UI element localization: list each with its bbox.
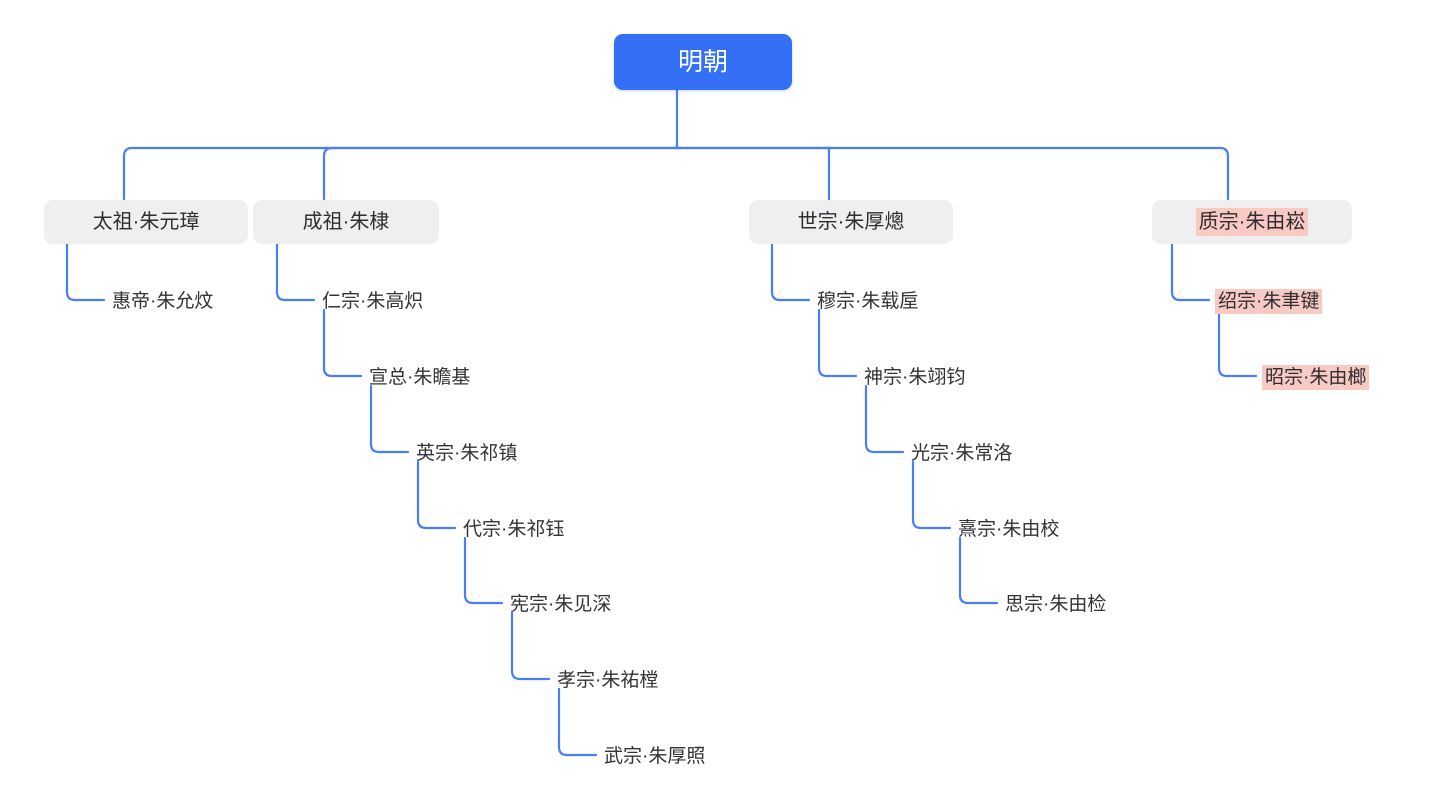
leaf-node-muzong[interactable]: 穆宗·朱载垕 <box>815 286 920 316</box>
branch-node-zhizong[interactable]: 质宗·朱由崧 <box>1152 200 1352 244</box>
root-node-ming-dynasty[interactable]: 明朝 <box>614 34 792 90</box>
leaf-node-label: 武宗·朱厚照 <box>604 745 706 767</box>
leaf-node-label: 代宗·朱祁钰 <box>463 518 565 540</box>
branch-node-taizu[interactable]: 太祖·朱元璋 <box>44 200 248 244</box>
leaf-node-label: 仁宗·朱高炽 <box>322 290 424 312</box>
leaf-node-sizong[interactable]: 思宗·朱由检 <box>1003 589 1108 619</box>
link-b2-c2 <box>322 308 363 378</box>
link-b2-c5 <box>463 536 504 605</box>
branch-node-label: 世宗·朱厚熜 <box>797 211 905 233</box>
leaf-node-label: 昭宗·朱由榔 <box>1262 364 1370 390</box>
link-bus-branch3 <box>675 146 831 202</box>
link-b2-c1 <box>275 242 316 302</box>
leaf-node-xiaozong[interactable]: 孝宗·朱祐樘 <box>555 665 660 695</box>
link-bus-branch1 <box>122 146 679 202</box>
branch-node-chengzu[interactable]: 成祖·朱棣 <box>253 200 439 244</box>
link-b3-c5 <box>958 536 999 605</box>
leaf-node-label: 绍宗·朱聿键 <box>1215 288 1323 314</box>
leaf-node-renzong[interactable]: 仁宗·朱高炽 <box>320 286 425 316</box>
leaf-node-daizong[interactable]: 代宗·朱祁钰 <box>461 514 566 544</box>
leaf-node-label: 神宗·朱翊钧 <box>864 366 966 388</box>
leaf-node-label: 孝宗·朱祐樘 <box>557 669 659 691</box>
link-b2-c3 <box>369 384 410 454</box>
root-node-label: 明朝 <box>677 47 728 76</box>
leaf-node-xuanzong[interactable]: 宣总·朱瞻基 <box>367 362 472 392</box>
leaf-node-shenzong[interactable]: 神宗·朱翊钧 <box>862 362 967 392</box>
leaf-node-xizong[interactable]: 熹宗·朱由校 <box>956 514 1061 544</box>
link-bus-branch4 <box>675 146 1230 202</box>
leaf-node-xianzong[interactable]: 宪宗·朱见深 <box>508 589 613 619</box>
leaf-node-label: 宪宗·朱见深 <box>510 593 612 615</box>
branch-node-label: 太祖·朱元璋 <box>92 211 200 233</box>
branch-node-shizong[interactable]: 世宗·朱厚熜 <box>749 200 953 244</box>
leaf-node-label: 穆宗·朱载垕 <box>817 290 919 312</box>
leaf-node-wuzong[interactable]: 武宗·朱厚照 <box>602 741 707 771</box>
link-b3-c4 <box>911 460 952 530</box>
leaf-node-label: 惠帝·朱允炆 <box>112 290 214 312</box>
link-b2-c4 <box>416 460 457 530</box>
leaf-node-shaozong[interactable]: 绍宗·朱聿键 <box>1215 286 1323 316</box>
leaf-node-label: 光宗·朱常洛 <box>911 442 1013 464</box>
link-b1-c1 <box>65 242 106 302</box>
link-b2-c7 <box>557 687 598 757</box>
branch-node-label: 成祖·朱棣 <box>302 211 390 233</box>
link-b3-c3 <box>864 384 905 454</box>
leaf-node-label: 英宗·朱祁镇 <box>416 442 518 464</box>
link-b2-c6 <box>510 611 551 681</box>
leaf-node-huidi[interactable]: 惠帝·朱允炆 <box>110 286 215 316</box>
leaf-node-yingzong[interactable]: 英宗·朱祁镇 <box>414 438 519 468</box>
link-b4-c2 <box>1217 308 1258 378</box>
branch-node-label: 质宗·朱由崧 <box>1195 208 1309 236</box>
link-bus-branch2 <box>322 146 679 202</box>
leaf-node-zhaozong[interactable]: 昭宗·朱由榔 <box>1262 362 1370 392</box>
leaf-node-label: 熹宗·朱由校 <box>958 518 1060 540</box>
leaf-node-label: 思宗·朱由检 <box>1005 593 1107 615</box>
link-b4-c1 <box>1170 242 1211 302</box>
link-b3-c1 <box>770 242 811 302</box>
leaf-node-guangzong[interactable]: 光宗·朱常洛 <box>909 438 1014 468</box>
link-b3-c2 <box>817 308 858 378</box>
leaf-node-label: 宣总·朱瞻基 <box>369 366 471 388</box>
